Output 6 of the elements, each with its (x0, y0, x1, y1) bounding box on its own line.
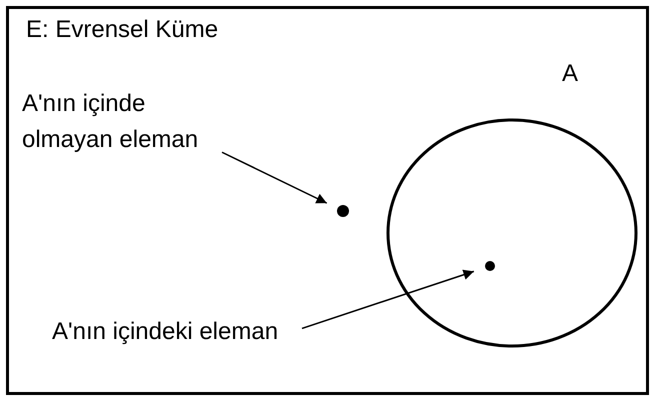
set-label: A (562, 59, 578, 89)
annotation-text: A'nın içindeki eleman (52, 317, 280, 347)
annotation-text: A'nın içinde olmayan eleman (22, 89, 200, 155)
arrow (222, 152, 328, 204)
set-title: E: Evrensel Küme (26, 15, 218, 45)
arrow (302, 270, 474, 330)
